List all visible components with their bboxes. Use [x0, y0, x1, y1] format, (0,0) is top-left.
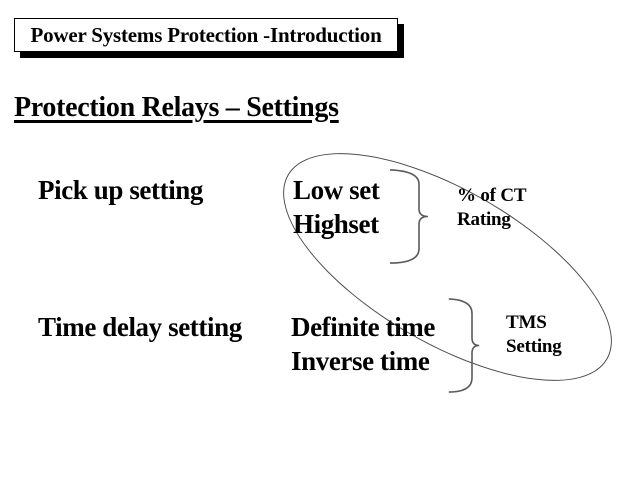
- label-pick-up-setting: Pick up setting: [38, 175, 204, 205]
- annotation-line: Rating: [457, 209, 511, 230]
- annotation-line: Setting: [506, 336, 562, 357]
- annotation-line: TMS: [506, 312, 547, 333]
- options-time-delay-setting: Definite time Inverse time: [291, 310, 435, 378]
- curly-brace-icon: [448, 298, 480, 393]
- page-title: Protection Relays – Settings: [14, 92, 339, 123]
- slide-header-box: Power Systems Protection -Introduction: [14, 18, 398, 52]
- slide-header-title: Power Systems Protection -Introduction: [30, 22, 382, 47]
- annotation-line: % of CT: [457, 185, 527, 206]
- annotation-ct-rating: % of CT Rating: [457, 184, 527, 232]
- option-inverse-time: Inverse time: [291, 346, 430, 376]
- label-time-delay-setting: Time delay setting: [38, 312, 242, 342]
- emphasis-ellipse-icon: [249, 108, 638, 426]
- option-definite-time: Definite time: [291, 312, 435, 342]
- option-highset: Highset: [293, 209, 379, 239]
- options-pick-up-setting: Low set Highset: [293, 173, 380, 241]
- curly-brace-icon: [389, 169, 429, 264]
- annotation-tms-setting: TMS Setting: [506, 311, 562, 359]
- option-low-set: Low set: [293, 175, 380, 205]
